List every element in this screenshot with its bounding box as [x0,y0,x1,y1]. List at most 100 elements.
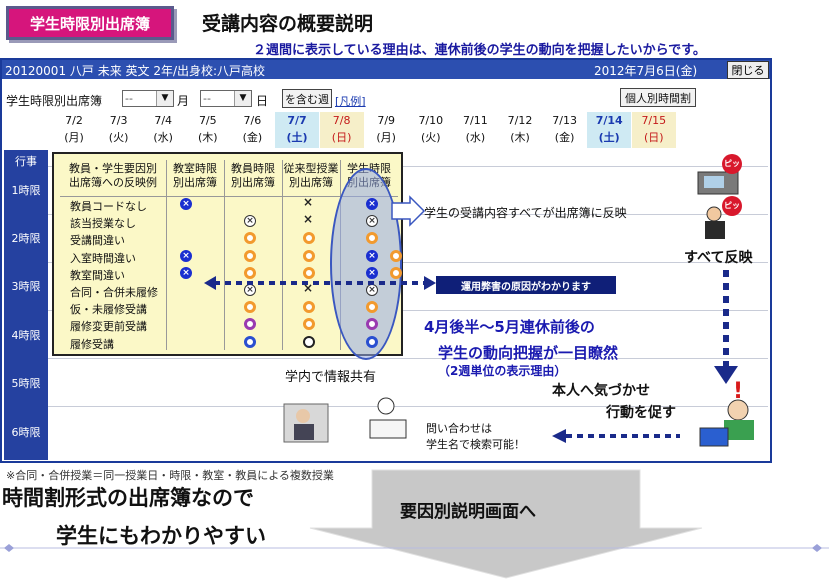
status-mark-icon [303,301,315,314]
calendar-date: 7/6 [243,114,262,127]
calendar-day[interactable]: 7/10(火) [409,112,453,148]
note-share: 学内で情報共有 [285,370,377,385]
period-label: 4時限 [11,329,41,342]
calendar-day[interactable]: 7/9 (月) [364,112,408,148]
calendar-weekday: (金) [554,131,575,144]
footer-note: ※合同・合併授業＝同一授業日・時限・教室・教員による複数授業 [6,469,334,482]
legend-row-label: 仮・未履修受講 [70,303,147,317]
calendar-date: 7/12 [507,114,533,127]
legend-link[interactable]: [凡例] [335,95,366,108]
status-mark-icon [244,335,256,348]
status-mark-icon: × [366,215,378,228]
diamond-icon [812,544,822,552]
person-with-card-icon [705,206,725,239]
calendar-date: 7/13 [552,114,577,127]
divider [48,310,768,311]
calendar-weekday: (水) [465,131,486,144]
calendar-day[interactable]: 7/3 (火) [97,112,141,148]
status-mark-icon [366,232,378,245]
month-unit: 月 [177,94,190,108]
status-mark-icon [244,249,256,262]
calendar-date: 7/10 [418,114,444,127]
day-select-value: -- [203,92,211,105]
status-mark-icon [366,301,378,314]
legend-row-label: 教員コードなし [70,200,147,213]
status-mark-icon: × [180,249,192,262]
calendar-day[interactable]: 7/5(木) [186,112,230,148]
close-button[interactable]: 閉じる [727,61,769,79]
divider [48,166,768,167]
beep-badge-icon: ピッ [722,196,742,216]
cross-mark-icon: × [303,281,314,295]
student-laptop-icon [369,397,407,439]
cross-mark-icon: × [303,212,314,227]
teacher-photo-icon [283,403,329,443]
legend-row-label: 入室時間違い [70,251,136,265]
legend-header-teacher: 教員時限 別出席簿 [231,162,275,189]
calendar-date: 7/3 [109,114,128,127]
calendar-day[interactable]: 7/2(月) [52,112,96,148]
calendar-weekday: (日) [331,131,352,144]
footer-line2: 学生にもわかりやすい [56,524,266,548]
down-arrow-icon [309,469,703,579]
note-grasp-line3: （2週単位の表示理由） [438,364,567,378]
calendar-day[interactable]: 7/12(木) [498,112,542,148]
page-subtitle: ２週間に表示している理由は、連休前後の学生の動向を把握したいからです。 [253,43,706,58]
card-reader-icon [697,171,739,195]
screen-tag: 学生時限別出席簿 [6,6,174,40]
current-date: 2012年7月6日(金) [594,64,698,78]
legend-row-label: 履修受講 [70,337,114,351]
toolbar-label: 学生時限別出席簿 [6,94,103,108]
status-mark-icon [303,266,315,279]
legend-header-room: 教室時限 別出席簿 [173,162,217,189]
legend-row-label: 履修変更前受講 [70,320,147,334]
calendar-day[interactable]: 7/7(土) [275,112,319,148]
note-grasp-line2: 学生の動向把握が一目瞭然 [438,344,619,362]
legend-header-conventional: 従来型授業 別出席簿 [283,162,339,189]
divider [60,196,398,197]
day-select[interactable]: -- ▼ [200,90,252,107]
legend-row-label: 合同・合併未履修 [70,286,158,299]
right-arrow-icon [391,195,426,227]
legend-row-label: 該当授業なし [70,217,136,231]
student-info: 20120001 八戸 未来 英文 2年/出身校:八戸高校 [5,64,266,78]
next-screen-label[interactable]: 要因別説明画面へ [400,502,536,522]
calendar-day[interactable]: 7/11 (水) [453,112,497,148]
calendar-day[interactable]: 7/15 (日) [631,112,676,148]
beep-badge-icon: ピッ [722,154,742,174]
student-computer-icon [699,399,754,447]
status-mark-icon: × [366,198,378,210]
period-label: 5時限 [11,377,41,390]
calendar-weekday: (日) [644,131,664,144]
calendar-weekday: (土) [598,131,620,144]
calendar-weekday: (月) [376,131,396,144]
calendar-date: 7/11 [463,114,488,127]
divider [48,262,768,263]
calendar-day[interactable]: 7/8 (日) [319,112,364,148]
calendar-day[interactable]: 7/6(金) [230,112,274,148]
status-mark-icon [303,249,315,262]
calendar-day[interactable]: 7/14(土) [587,112,632,148]
month-select[interactable]: -- ▼ [122,90,174,107]
period-label: 6時限 [11,426,41,439]
calendar-day[interactable]: 7/4(水) [141,112,185,148]
status-mark-icon: × [244,215,256,228]
note-inquiry-line1: 問い合わせは [426,422,492,435]
calendar-weekday: (火) [108,131,129,144]
calendar-day[interactable]: 7/13 (金) [543,112,587,148]
calendar-date: 7/9 [377,114,396,127]
status-mark-icon: × [366,249,378,262]
status-mark-icon [303,335,315,348]
left-arrowhead-icon [552,429,566,443]
chevron-down-icon: ▼ [234,91,251,106]
calendar-date: 7/8 [332,114,351,127]
status-mark-icon [390,266,402,279]
calendar-date: 7/15 [641,114,667,127]
personal-timetable-button[interactable]: 個人別時間割 [620,88,696,107]
footer-line1: 時間割形式の出席簿なので [2,486,254,510]
divider [224,160,225,350]
note-reflect-all: 学生の受講内容すべてが出席簿に反映 [424,206,627,220]
week-button[interactable]: を含む週 [282,89,332,108]
